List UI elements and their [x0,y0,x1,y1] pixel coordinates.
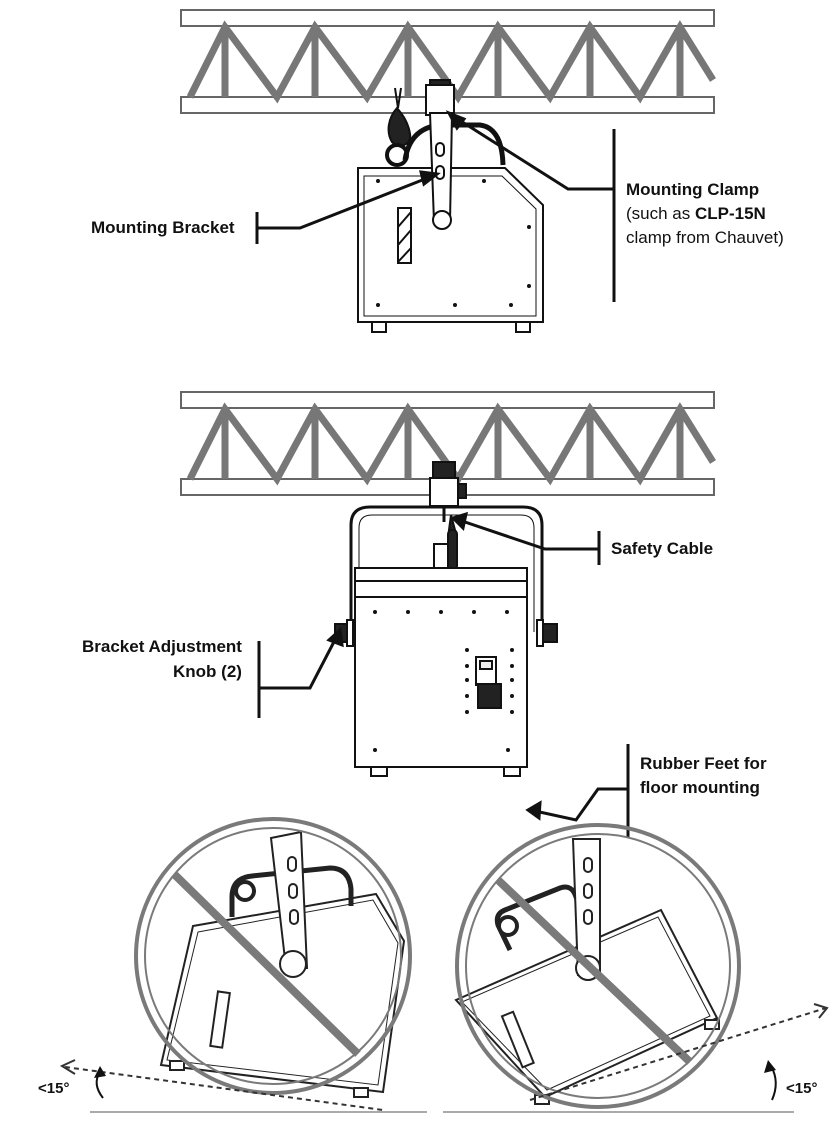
prohibited-tilt-left [59,817,427,1113]
rubber-feet-label-line1: Rubber Feet for [640,754,767,773]
left-tilt-angle-label: <15° [38,1080,70,1097]
prohibited-tilt-right [443,823,829,1113]
rubber-feet-label-line2: floor mounting [640,778,760,797]
safety-cable-label: Safety Cable [611,539,714,558]
mounting-clamp-model: CLP-15N [694,204,766,223]
fixture-front-view [334,461,558,777]
mounting-clamp-title: Mounting Clamp [626,180,760,199]
mounting-bracket-label: Mounting Bracket [91,218,235,237]
bracket-knob-label-line1: Bracket Adjustment [82,637,242,656]
right-tilt-angle-label: <15° [786,1080,818,1097]
bracket-knob-label-line2: Knob (2) [173,662,242,681]
callouts-figure2 [257,511,630,837]
mounting-clamp-subtitle-2: clamp from Chauvet) [626,228,784,247]
callouts-figure1 [255,110,616,302]
mounting-clamp-sub-prefix: (such as [626,204,695,223]
mounting-clamp-subtitle: (such as CLP-15N [626,203,766,225]
fixture-side-view [357,79,544,333]
